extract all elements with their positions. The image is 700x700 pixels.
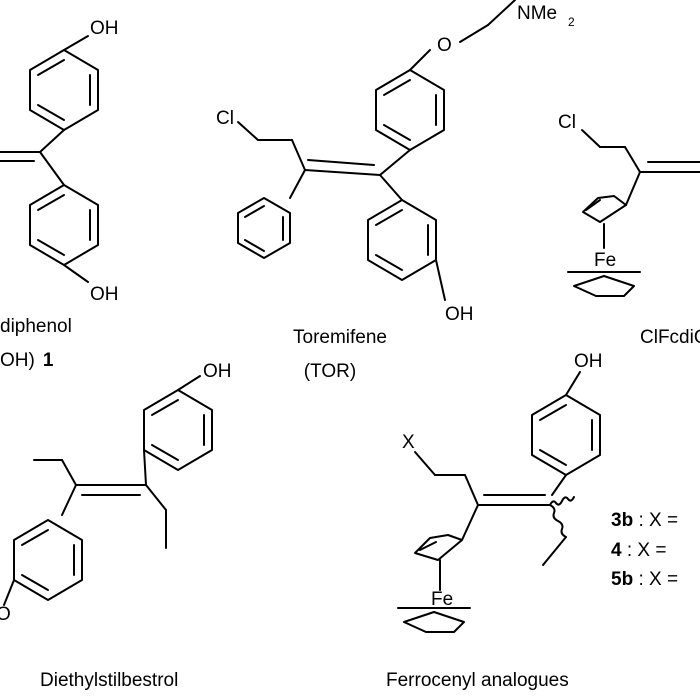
des-oh-top: OH [203,361,232,382]
toremifene-cl-atom: Cl [216,108,234,129]
compound-list-item: 4 : X = [611,540,666,561]
ferrocenyl-fe-atom: Fe [431,589,453,610]
compound-list-item: 3b : X = [611,510,678,531]
clfcd-name: ClFcdiO [640,327,700,348]
diethylstilbestrol-structure [3,375,213,606]
diphenol-name-line1: diphenol [0,316,72,337]
des-o-bottom: O [0,604,11,625]
compound-list-item: 5b : X = [611,569,678,590]
toremifene-name: Toremifene [293,327,387,348]
toremifene-structure [237,0,516,301]
ferrocenyl-oh: OH [574,351,603,372]
clfcd-fe-atom: Fe [594,250,616,271]
clfcd-structure [567,129,700,297]
diphenol-oh-bottom: OH [90,284,119,305]
clfcd-cl-atom: Cl [558,112,576,133]
toremifene-nme-label: NMe [517,3,557,24]
diphenol-name-line2: OH)1 [0,350,54,371]
des-name: Diethylstilbestrol [40,670,178,691]
toremifene-abbr: (TOR) [304,361,356,382]
toremifene-oh: OH [445,304,474,325]
ferrocenyl-x-atom: X [402,432,415,453]
toremifene-o-atom: O [437,35,452,56]
ferrocenyl-name: Ferrocenyl analogues [386,670,569,691]
compound-list: 3b : X = 4 : X = 5b : X = [611,510,678,590]
diphenol-structure [0,35,99,283]
ferrocenyl-structure [397,371,601,633]
diphenol-oh-top: OH [90,18,119,39]
toremifene-nme-subscript: 2 [568,15,575,29]
